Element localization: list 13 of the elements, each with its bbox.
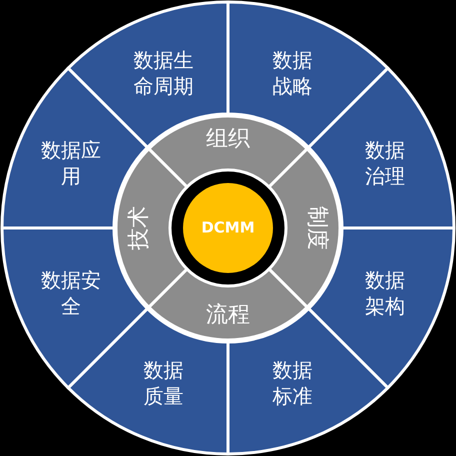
segment-label: 组织 xyxy=(206,126,250,154)
segment-label: 流程 xyxy=(206,302,250,330)
segment-label: 数据战略 xyxy=(271,46,314,99)
segment-label: 制度 xyxy=(302,206,330,250)
segment-label: 数据架构 xyxy=(364,267,406,320)
segment-label: 技术 xyxy=(126,206,154,250)
segment-label: DCMM xyxy=(201,218,255,238)
segment-label: 数据标准 xyxy=(271,357,314,410)
segment-label: 数据应用 xyxy=(40,136,102,189)
segment-label: 数据安全 xyxy=(40,267,102,320)
segment-label: 数据质量 xyxy=(142,357,185,410)
segment-label: 数据生命周期 xyxy=(132,46,195,99)
segment-label: 数据治理 xyxy=(364,136,406,189)
